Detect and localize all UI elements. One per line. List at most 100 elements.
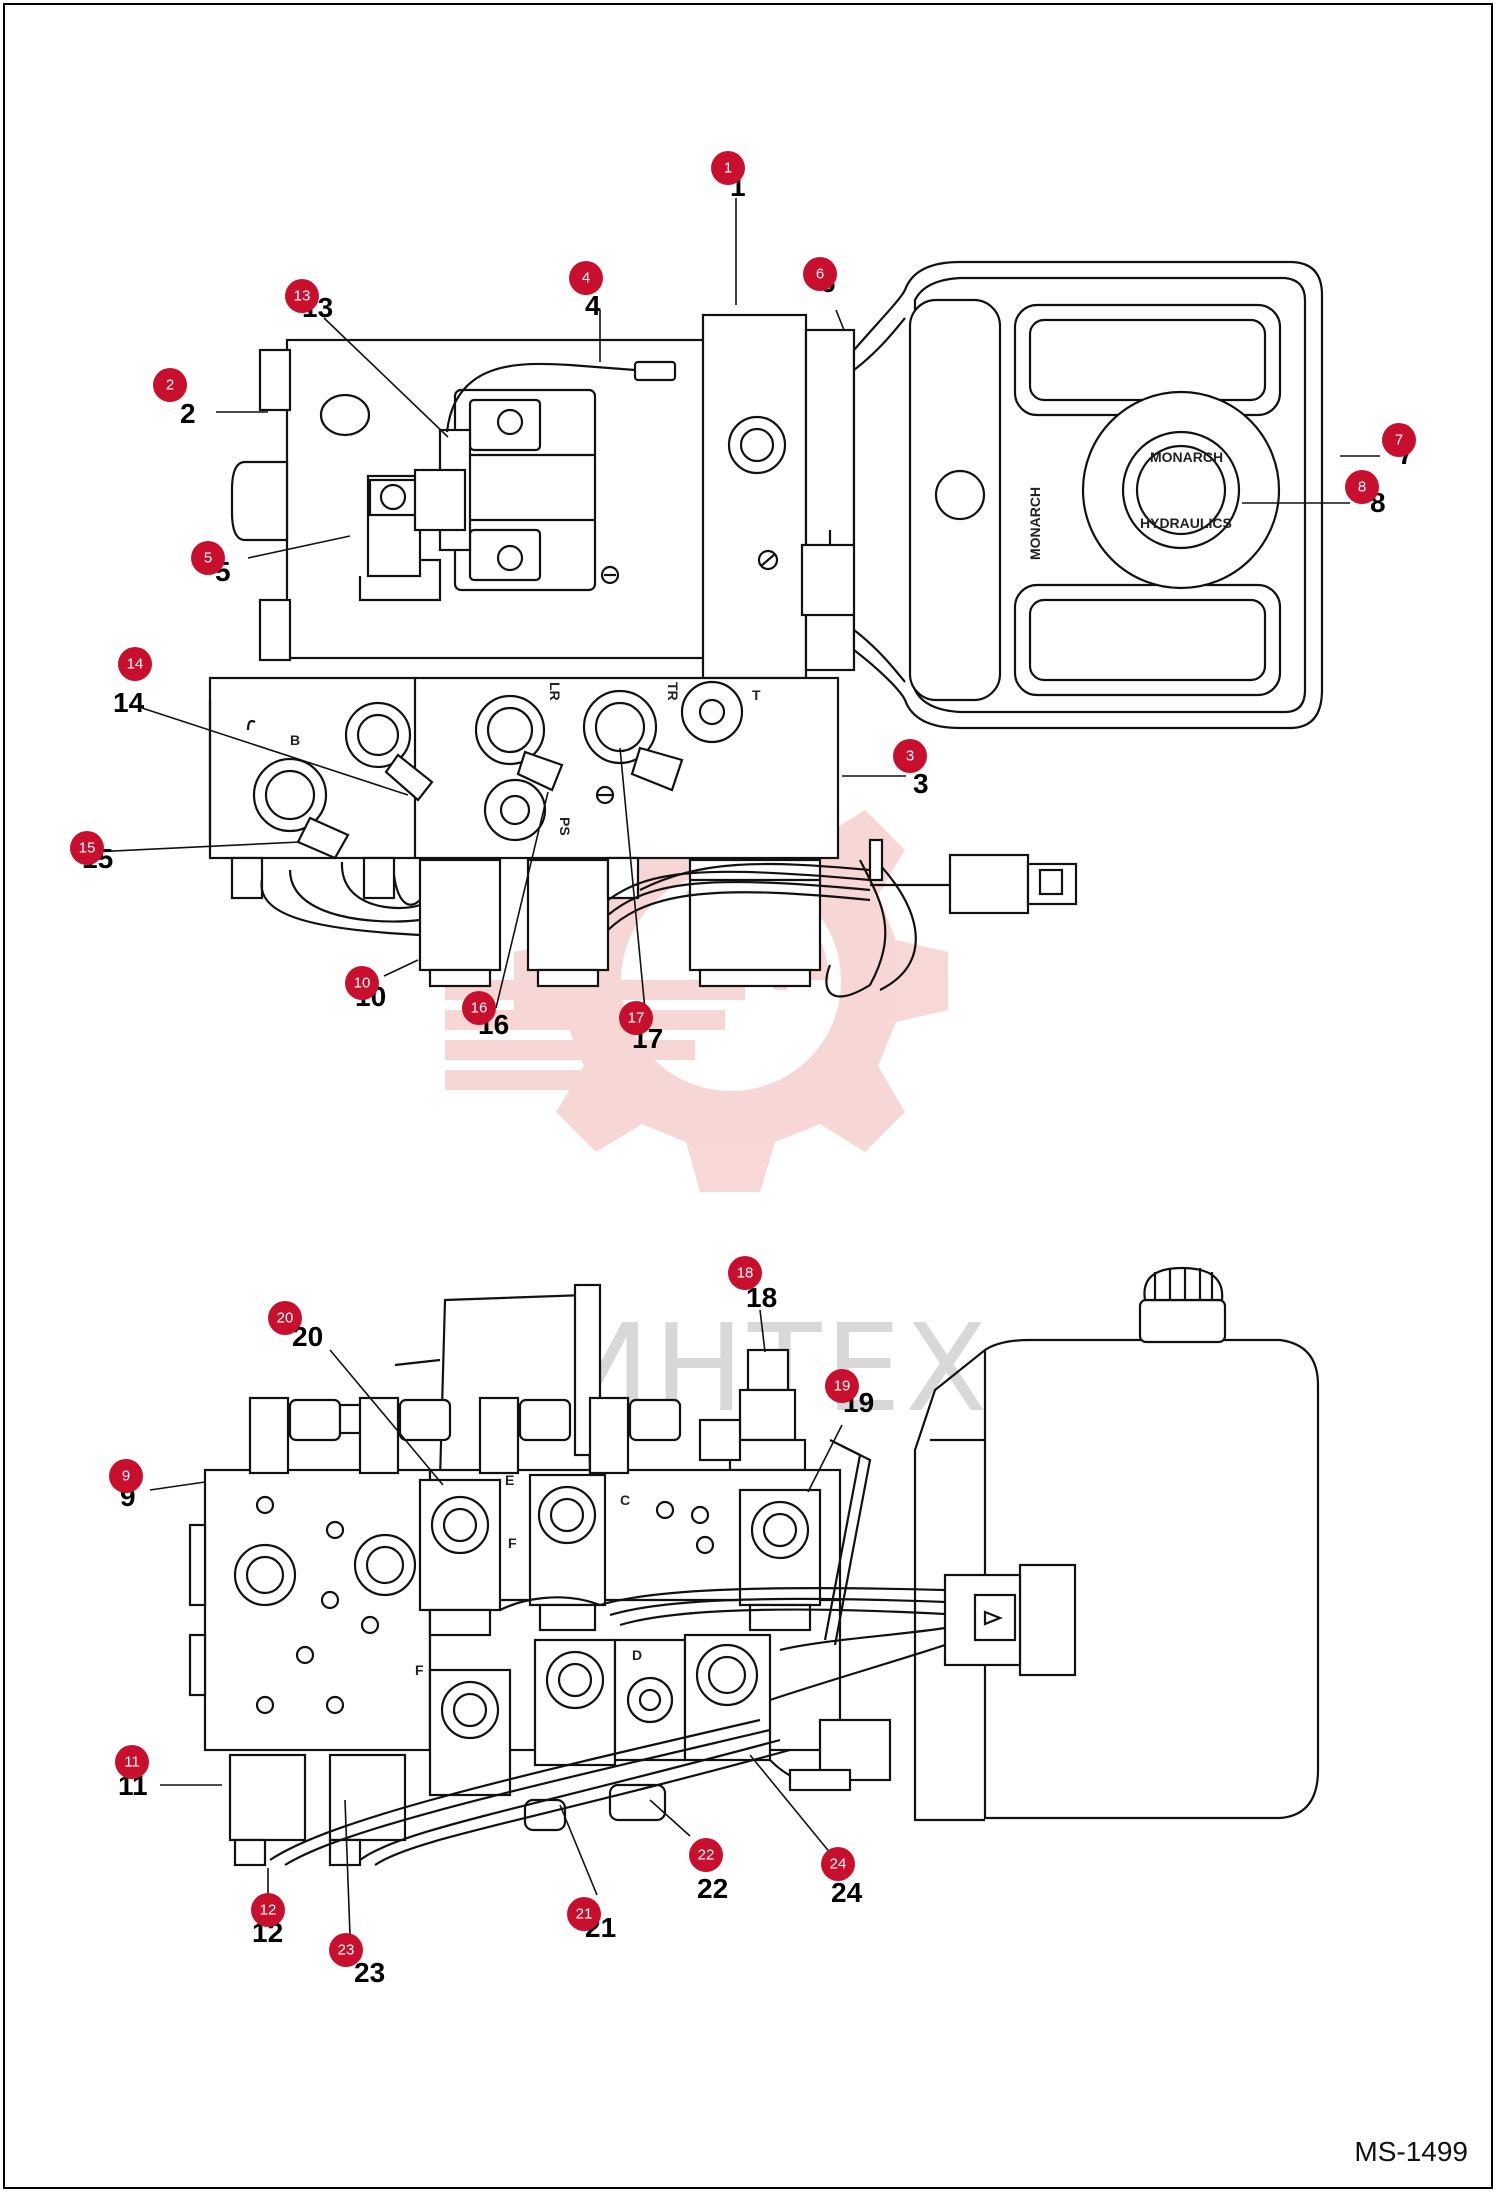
port-label-ps: PS	[557, 817, 573, 836]
badge-18[interactable]: 18	[728, 1256, 762, 1290]
badge-24[interactable]: 24	[821, 1847, 855, 1881]
svg-text:9: 9	[122, 1468, 130, 1485]
fitting-b	[344, 701, 434, 802]
badge-14[interactable]: 14	[118, 647, 152, 681]
port-label-f2: F	[415, 1662, 424, 1678]
svg-text:12: 12	[260, 1902, 277, 1919]
svg-text:8: 8	[1358, 479, 1366, 496]
wire-harness-side	[269, 1439, 946, 1866]
center-manifold	[701, 313, 808, 680]
badge-16[interactable]: 16	[462, 991, 496, 1025]
badge-2[interactable]: 2	[153, 368, 187, 402]
badge-15[interactable]: 15	[70, 831, 104, 865]
port-label-d: D	[632, 1647, 642, 1663]
callout-num-23: 23	[354, 1957, 385, 1988]
center-port	[727, 415, 787, 475]
svg-text:10: 10	[354, 975, 371, 992]
badge-10[interactable]: 10	[345, 966, 379, 1000]
badge-4[interactable]: 4	[569, 261, 603, 295]
solenoid-coils-lower	[228, 1633, 772, 1867]
badge-17[interactable]: 17	[619, 1001, 653, 1035]
fitting-b2	[252, 757, 350, 860]
wire-harness-top	[260, 838, 1078, 998]
valve-manifold: B LR PS TR T	[208, 676, 840, 860]
svg-text:6: 6	[816, 266, 824, 283]
top-fittings	[248, 1396, 742, 1475]
badge-1[interactable]: 1	[711, 151, 745, 185]
wire-terminal	[633, 360, 677, 382]
svg-text:1: 1	[724, 160, 732, 177]
motor-plug	[319, 393, 371, 437]
svg-text:13: 13	[294, 288, 311, 305]
badge-21[interactable]: 21	[567, 1897, 601, 1931]
fitting-tr	[582, 689, 684, 792]
fitting-lr	[474, 694, 564, 792]
bolt-bottom	[258, 598, 292, 662]
badge-19[interactable]: 19	[825, 1369, 859, 1403]
callout-num-14: 14	[113, 687, 145, 718]
svg-text:20: 20	[277, 1310, 294, 1327]
svg-text:19: 19	[834, 1378, 851, 1395]
filler-cap	[1138, 1298, 1227, 1344]
motor-end-cap	[230, 460, 289, 542]
svg-text:4: 4	[582, 270, 590, 287]
badge-13[interactable]: 13	[285, 279, 319, 313]
ground-wire	[445, 362, 636, 433]
svg-text:14: 14	[127, 656, 144, 673]
badge-22[interactable]: 22	[689, 1838, 723, 1872]
port-label-c: C	[620, 1492, 630, 1508]
callout-num-3: 3	[913, 768, 929, 799]
port-ps	[483, 778, 547, 842]
svg-text:11: 11	[124, 1754, 140, 1771]
reservoir-tank: MONARCH HYDRAULICS MONARCH	[852, 260, 1324, 730]
bolt-top	[258, 348, 292, 412]
callout-num-2: 2	[180, 398, 196, 429]
manifold-end-block	[203, 1468, 432, 1752]
badge-20[interactable]: 20	[268, 1301, 302, 1335]
port-label-b: B	[290, 732, 300, 748]
svg-text:7: 7	[1395, 432, 1403, 449]
badge-12[interactable]: 12	[251, 1893, 285, 1927]
top-view: MONARCH HYDRAULICS MONARCH	[208, 260, 1324, 998]
svg-text:17: 17	[628, 1010, 645, 1027]
callout-num-24: 24	[831, 1877, 863, 1908]
callout-num-22: 22	[697, 1873, 728, 1904]
badge-9[interactable]: 9	[109, 1459, 143, 1493]
badge-8[interactable]: 8	[1345, 470, 1379, 504]
port-label-e: E	[505, 1472, 514, 1488]
adapter-plate	[804, 328, 856, 672]
badge-7[interactable]: 7	[1382, 423, 1416, 457]
svg-text:23: 23	[338, 1942, 355, 1959]
page-frame	[3, 3, 1493, 2189]
svg-text:15: 15	[79, 840, 96, 857]
badge-3[interactable]: 3	[893, 739, 927, 773]
end-port-1	[233, 1543, 297, 1607]
reservoir-tank-side	[913, 1266, 1320, 1822]
port-label-t: T	[752, 687, 761, 703]
cap-text-top: MONARCH	[1150, 449, 1223, 465]
port-label-lr: LR	[547, 682, 563, 701]
tank-connector	[1018, 1563, 1077, 1677]
callout-num-4: 4	[585, 290, 601, 321]
cap-text-bottom: HYDRAULICS	[1140, 515, 1232, 531]
svg-text:5: 5	[204, 550, 212, 567]
svg-text:18: 18	[737, 1265, 754, 1282]
svg-text:2: 2	[166, 377, 174, 394]
leader-lines	[91, 198, 1380, 1936]
badge-5[interactable]: 5	[191, 541, 225, 575]
port-label-f: F	[508, 1535, 517, 1551]
relief-valve	[746, 1348, 790, 1392]
document-code: MS-1499	[1354, 2136, 1468, 2167]
badge-23[interactable]: 23	[329, 1933, 363, 1967]
badge-11[interactable]: 11	[115, 1745, 149, 1779]
harness-connector	[948, 853, 1030, 915]
badge-6[interactable]: 6	[803, 257, 837, 291]
svg-text:21: 21	[576, 1906, 593, 1923]
side-view: E F C D F	[188, 1266, 1320, 1867]
svg-text:3: 3	[906, 748, 914, 765]
svg-text:22: 22	[698, 1847, 715, 1864]
solenoid-coils-upper	[418, 1473, 822, 1637]
callout-badges[interactable]: 1 2 3 4 5 6 7 8 9 10 11 12 13 14 15 16 1…	[70, 151, 1416, 1967]
clamp	[800, 543, 860, 617]
